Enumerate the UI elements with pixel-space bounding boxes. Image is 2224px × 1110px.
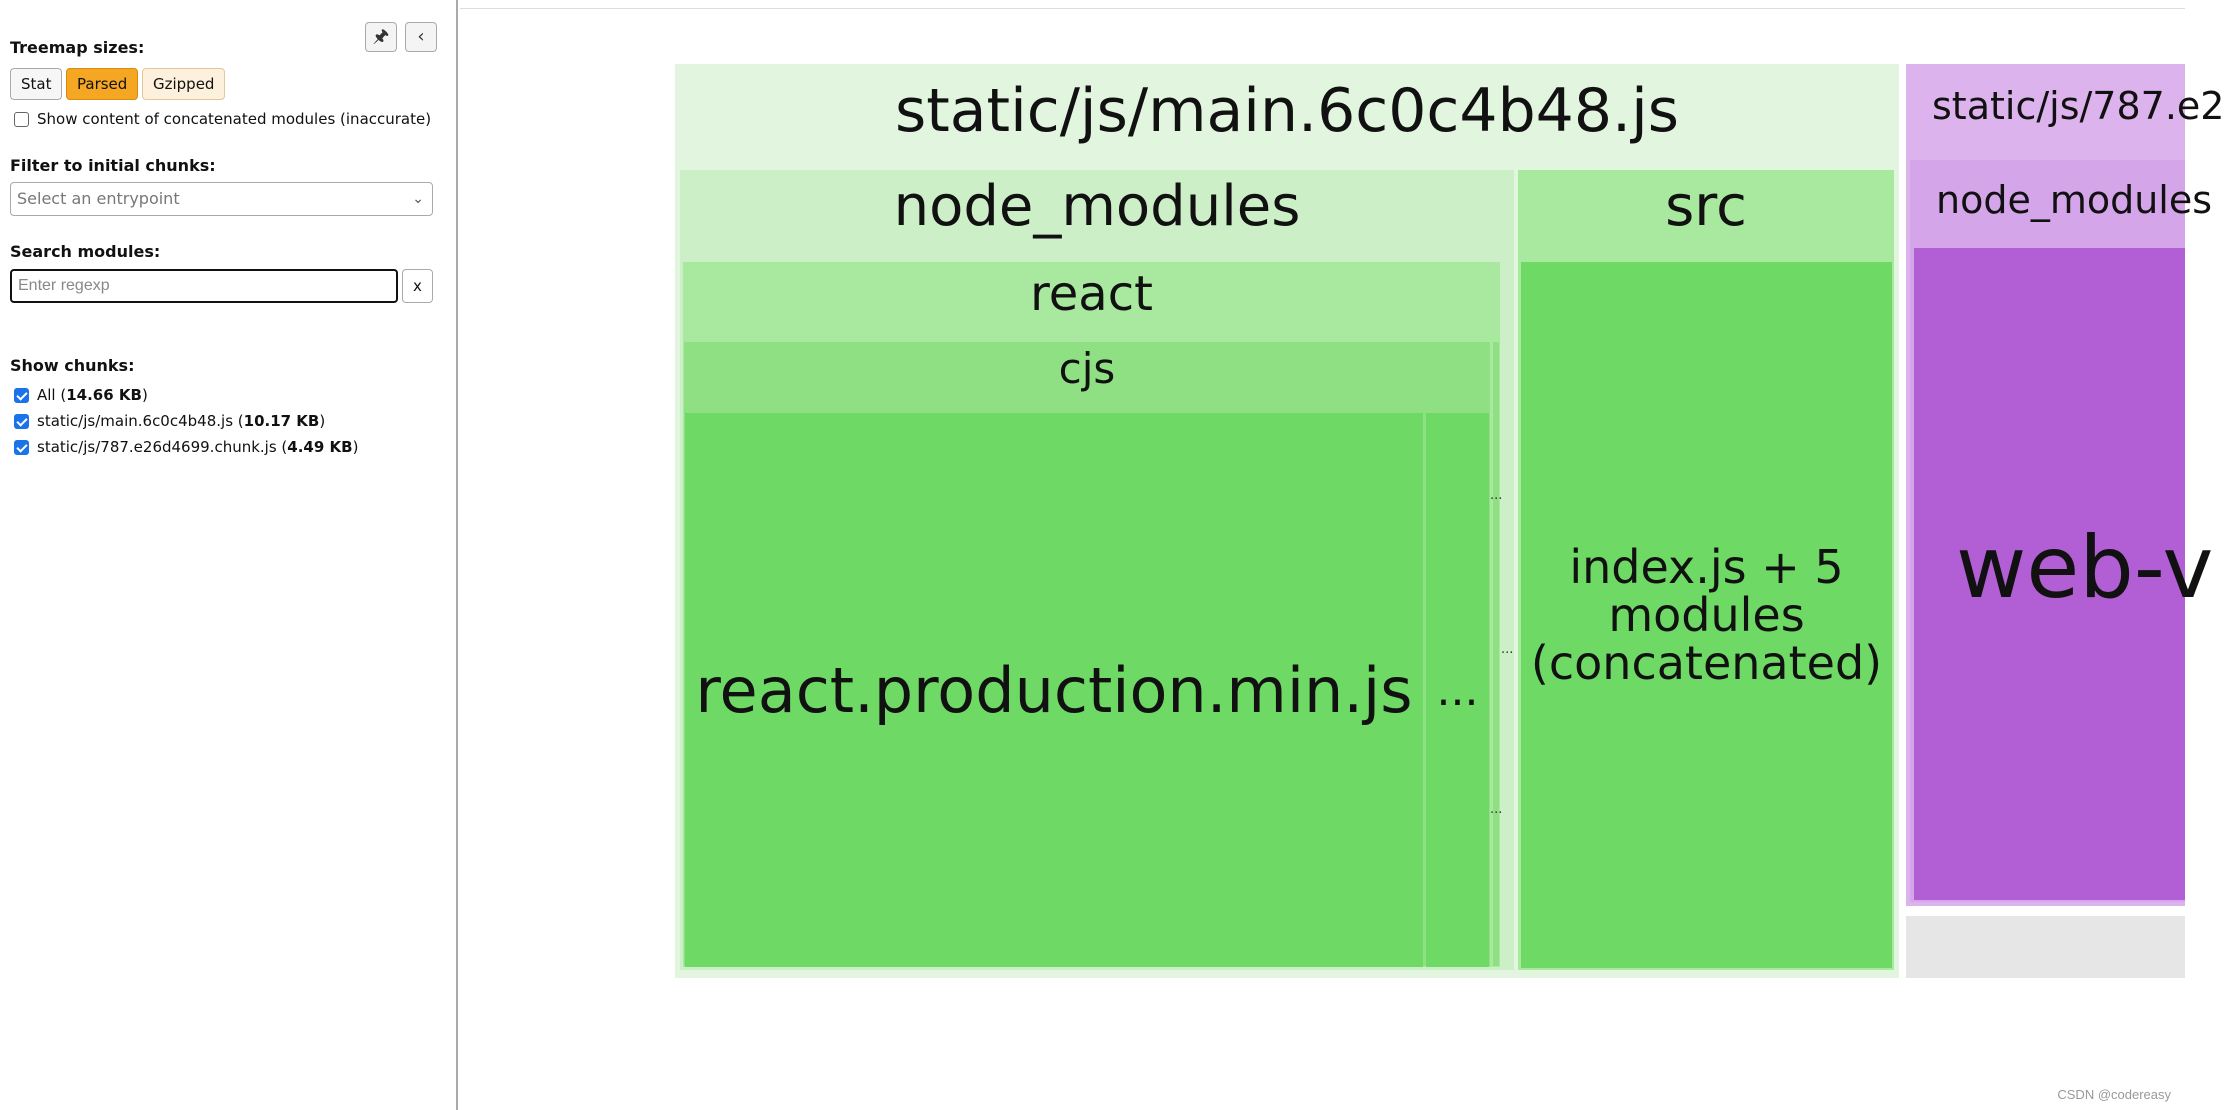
treemap-cell-web-vitals[interactable]: web-v [1914, 248, 2214, 900]
treemap-sizes-title: Treemap sizes: [10, 38, 145, 57]
react-label: react [1030, 266, 1153, 322]
gzipped-size-button[interactable]: Gzipped [142, 68, 226, 100]
main-chunk-label: static/js/main.6c0c4b48.js [894, 76, 1679, 146]
chunk-name: static/js/787.e26d4699.chunk.js [37, 438, 277, 456]
cjs-other-label: ... [1436, 664, 1479, 716]
chunk-size: 10.17 KB [243, 412, 320, 430]
chunk-item-main[interactable]: static/js/main.6c0c4b48.js (10.17 KB) [14, 412, 325, 430]
concat-checkbox[interactable] [14, 111, 29, 127]
chunk-item-all[interactable]: All (14.66 KB) [14, 386, 148, 404]
tiny-dots-2: ... [1501, 642, 1514, 657]
treemap-cell-thin-2[interactable] [1502, 262, 1512, 967]
concat-label: Show content of concatenated modules (in… [37, 110, 432, 128]
chunk-name: All [37, 386, 56, 404]
chunk-size: 14.66 KB [66, 386, 142, 404]
pin-icon[interactable]: 🖈 [365, 22, 397, 52]
react-production-label: react.production.min.js [695, 653, 1413, 727]
stat-size-button[interactable]: Stat [10, 68, 63, 100]
node-modules-label: node_modules [893, 174, 1301, 239]
treemap-cell-index-concat[interactable]: index.js + 5 modules (concatenated) [1521, 262, 1892, 968]
second-chunk-label: static/js/787.e2 [1932, 84, 2224, 128]
filter-title: Filter to initial chunks: [10, 156, 216, 175]
chevron-left-icon[interactable]: ‹ [405, 22, 437, 52]
search-input[interactable] [10, 269, 398, 303]
chunk-name: static/js/main.6c0c4b48.js [37, 412, 234, 430]
chunk-item-787[interactable]: static/js/787.e26d4699.chunk.js (4.49 KB… [14, 438, 358, 456]
chevron-down-icon: ⌄ [412, 191, 424, 207]
search-title: Search modules: [10, 242, 161, 261]
clear-search-button[interactable]: x [402, 269, 433, 303]
chunk-checkbox-main[interactable] [14, 413, 29, 429]
treemap-cell-thin-1[interactable] [1493, 342, 1499, 966]
cjs-label: cjs [1058, 344, 1116, 393]
top-divider [460, 8, 2185, 9]
entrypoint-placeholder: Select an entrypoint [17, 189, 180, 208]
second-node-modules-label: node_modules [1936, 178, 2213, 222]
show-chunks-title: Show chunks: [10, 356, 135, 375]
chunk-checkbox-787[interactable] [14, 439, 29, 455]
tiny-dots-3: ... [1490, 802, 1503, 817]
watermark: CSDN @codereasy [2057, 1087, 2171, 1102]
index-concat-label: index.js + 5 modules (concatenated) [1530, 540, 1883, 690]
treemap-cell-react-production[interactable]: react.production.min.js [685, 413, 1423, 967]
sidebar: 🖈 ‹ Treemap sizes: Stat Parsed Gzipped S… [0, 0, 458, 1110]
web-vitals-label: web-v [1956, 518, 2214, 618]
concat-option[interactable]: Show content of concatenated modules (in… [14, 110, 431, 128]
entrypoint-select[interactable]: Select an entrypoint ⌄ [10, 182, 433, 216]
chunk-size: 4.49 KB [287, 438, 353, 456]
parsed-size-button[interactable]: Parsed [66, 68, 139, 100]
treemap-cell-grey-chunk[interactable] [1906, 916, 2185, 978]
tiny-dots-1: ... [1490, 488, 1503, 503]
src-label: src [1665, 174, 1747, 239]
treemap-cell-cjs-other[interactable]: ... [1426, 413, 1489, 967]
chunk-checkbox-all[interactable] [14, 387, 29, 403]
